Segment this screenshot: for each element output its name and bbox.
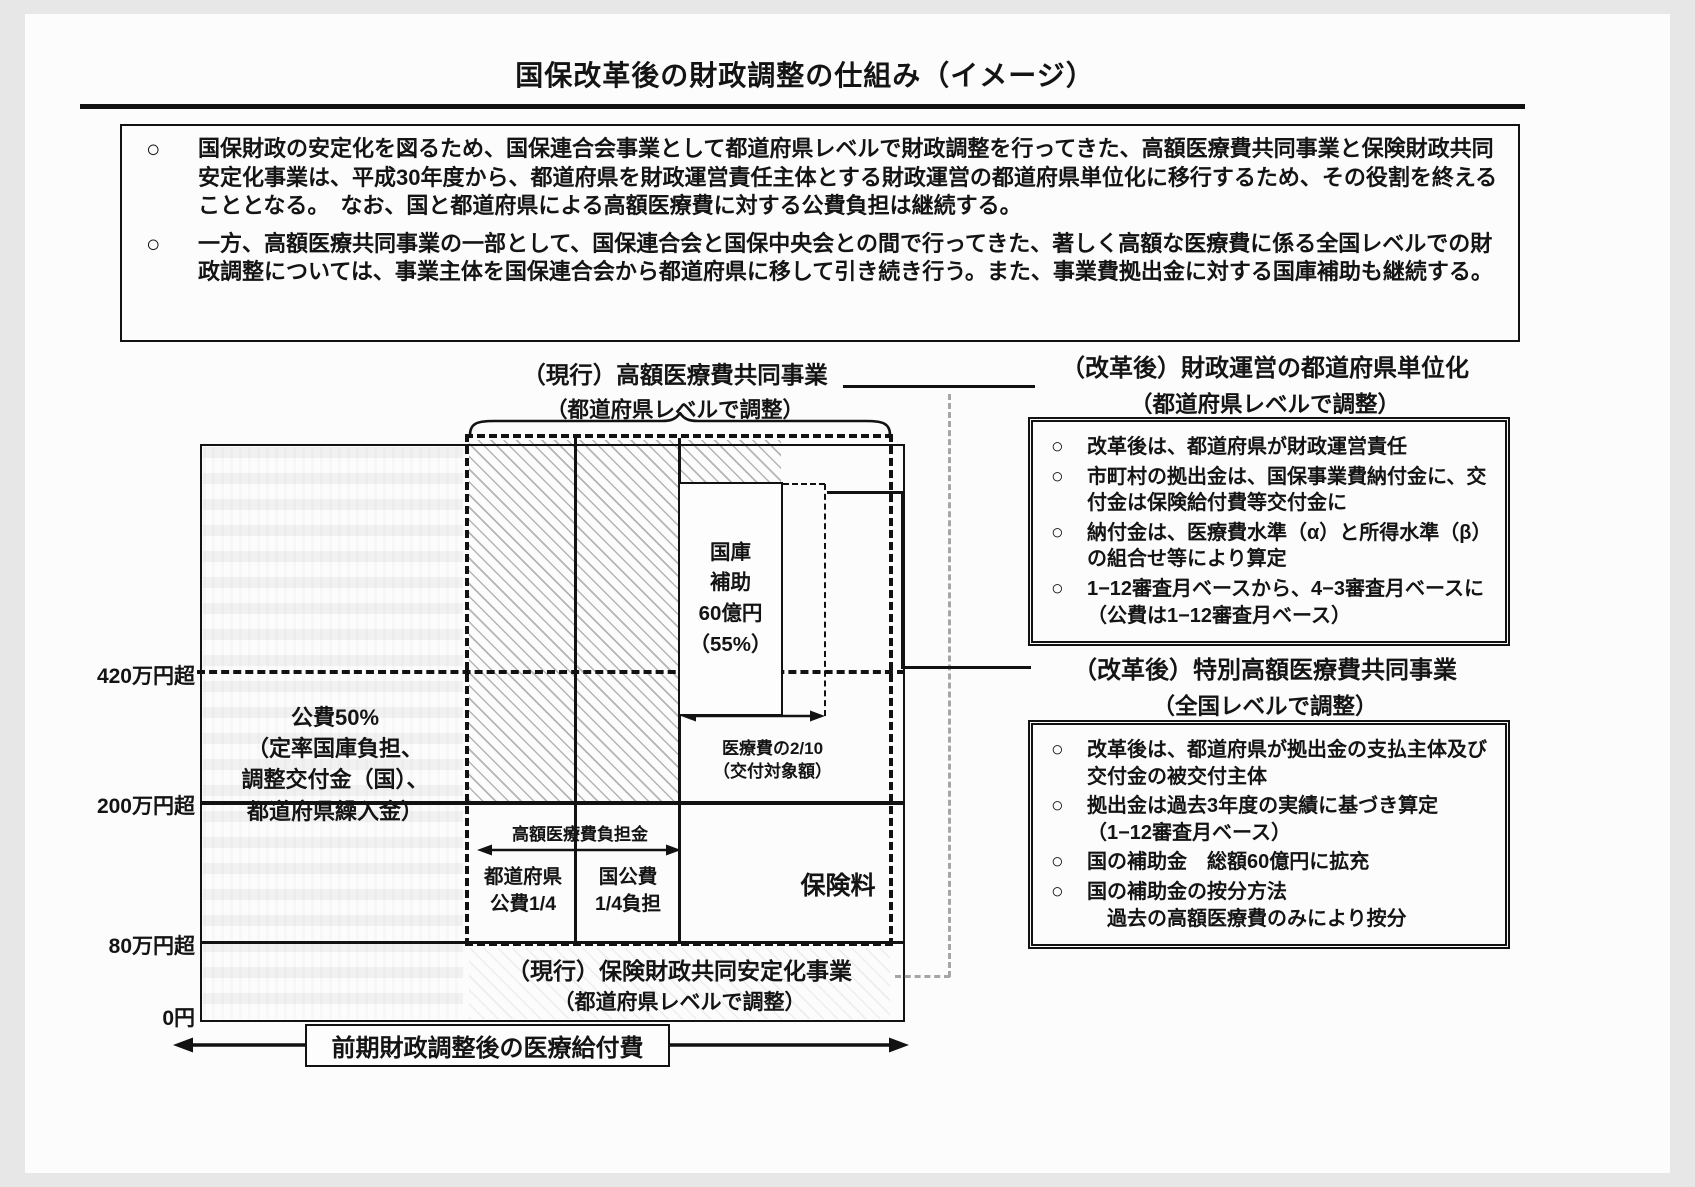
intro-paragraph: ○ 国保財政の安定化を図るため、国保連合会事業として都道府県レベルで財政調整を行… xyxy=(136,135,1504,221)
insurance-premium-label: 保険料 xyxy=(800,872,876,900)
reform-unitization-box: ○ 改革後は、都道府県が財政運営責任 ○ 市町村の拠出金は、国保事業費納付金に、… xyxy=(1028,417,1510,647)
connector-line xyxy=(901,666,1031,669)
circle-bullet-icon: ○ xyxy=(1051,576,1064,600)
special-kogaku-header-line1: （改革後）特別高額医療費共同事業 xyxy=(1073,657,1457,684)
reform-item: ○ 1−12審査月ベースから、4−3審査月ベースに（公費は1−12審査月ベース） xyxy=(1043,576,1495,629)
medical-cost-2-10-line2: （交付対象額） xyxy=(713,761,832,781)
reform-unitization-header: （改革後）財政運営の都道府県単位化 （都道府県レベルで調整） xyxy=(1015,348,1515,419)
circle-bullet-icon: ○ xyxy=(1051,850,1064,874)
reform-item: ○ 国の補助金の按分方法 過去の高額医療費のみにより按分 xyxy=(1043,879,1495,932)
column-divider xyxy=(574,438,577,942)
circle-bullet-icon: ○ xyxy=(1051,520,1064,544)
current-kogaku-project-label: （現行）高額医療費共同事業 （都道府県レベルで調整） xyxy=(480,356,870,424)
circle-bullet-icon: ○ xyxy=(146,230,161,258)
national-subsidy-box: 国庫 補助 60億円 （55%） xyxy=(678,482,783,716)
benefit-cost-label-box: 前期財政調整後の医療給付費 xyxy=(305,1024,670,1067)
hatched-region xyxy=(681,440,781,484)
stabilization-line1: （現行）保険財政共同安定化事業 xyxy=(507,957,852,984)
kogaku-joint-project-dashed-box xyxy=(465,434,893,946)
axis-label-200: 200万円超 xyxy=(96,795,195,818)
threshold-line-200 xyxy=(200,801,905,805)
special-kogaku-header-line2: （全国レベルで調整） xyxy=(1152,694,1378,719)
reform-item-text: 改革後は、都道府県が財政運営責任 xyxy=(1087,436,1407,458)
circle-bullet-icon: ○ xyxy=(1051,464,1064,488)
reform-item-text: 1−12審査月ベースから、4−3審査月ベースに（公費は1−12審査月ベース） xyxy=(1087,577,1484,627)
reform-item-text: 市町村の拠出金は、国保事業費納付金に、交付金は保険給付費等交付金に xyxy=(1087,465,1487,515)
special-kogaku-header: （改革後）特別高額医療費共同事業 （全国レベルで調整） xyxy=(1015,650,1515,721)
medical-cost-2-10-line1: 医療費の2/10 xyxy=(721,739,824,758)
reform-unitization-header-line1: （改革後）財政運営の都道府県単位化 xyxy=(1061,355,1469,382)
reform-item: ○ 市町村の拠出金は、国保事業費納付金に、交付金は保険給付費等交付金に xyxy=(1043,464,1495,517)
circle-bullet-icon: ○ xyxy=(1051,794,1064,818)
circle-bullet-icon: ○ xyxy=(146,136,161,163)
reform-item: ○ 拠出金は過去3年度の実績に基づき算定（1−12審査月ベース） xyxy=(1043,793,1495,846)
reform-item-text: 国の補助金 総額60億円に拡充 xyxy=(1087,851,1370,874)
intro-box: ○ 国保財政の安定化を図るため、国保連合会事業として都道府県レベルで財政調整を行… xyxy=(120,124,1520,342)
special-kogaku-box: ○ 改革後は、都道府県が拠出金の支払主体及び交付金の被交付主体 ○ 拠出金は過去… xyxy=(1028,720,1510,950)
horizontal-brace-icon xyxy=(468,412,892,436)
connector-line xyxy=(843,385,1035,388)
circle-bullet-icon: ○ xyxy=(1051,738,1064,761)
double-arrow-icon xyxy=(477,842,681,858)
reform-unitization-header-line2: （都道府県レベルで調整） xyxy=(1129,392,1400,417)
reform-item-text: 国の補助金の按分方法 過去の高額医療費のみにより按分 xyxy=(1087,880,1407,930)
public-fund-50-label: 公費50% （定率国庫負担、 調整交付金（国）、 都道府県繰入金） xyxy=(241,705,429,824)
axis-label-420: 420万円超 xyxy=(96,665,195,688)
current-kogaku-line2: （都道府県レベルで調整） xyxy=(545,398,804,422)
axis-label-80: 80万円超 xyxy=(108,935,195,958)
axis-label-0: 0円 xyxy=(162,1007,195,1030)
chart-outer-rect xyxy=(200,444,905,1022)
paper-sheet: 国保改革後の財政調整の仕組み（イメージ） ○ 国保財政の安定化を図るため、国保連… xyxy=(25,14,1670,1173)
hatched-region xyxy=(469,440,678,801)
connector-line xyxy=(827,491,903,494)
reform-item: ○ 国の補助金 総額60億円に拡充 xyxy=(1043,849,1495,876)
national-share-label: 国公費 1/4負担 xyxy=(594,866,662,915)
grant-target-dashed-line xyxy=(783,483,825,485)
stabilization-line2: （都道府県レベルで調整） xyxy=(553,990,806,1014)
reform-item-text: 拠出金は過去3年度の実績に基づき算定（1−12審査月ベース） xyxy=(1087,795,1439,844)
connector-line xyxy=(901,491,904,669)
intro-paragraph-text: 国保財政の安定化を図るため、国保連合会事業として都道府県レベルで財政調整を行って… xyxy=(198,136,1498,219)
threshold-line-420 xyxy=(197,670,905,674)
current-kogaku-line1: （現行）高額医療費共同事業 xyxy=(522,362,828,388)
prefecture-share-label: 都道府県 公費1/4 xyxy=(483,866,562,915)
reform-item: ○ 納付金は、医療費水準（α）と所得水準（β）の組合せ等により算定 xyxy=(1043,520,1495,573)
gray-dashed-connector xyxy=(948,394,951,977)
intro-paragraph: ○ 一方、高額医療共同事業の一部として、国保連合会と国保中央会との間で行ってきた… xyxy=(136,230,1504,287)
grant-target-dashed-line xyxy=(824,484,826,716)
circle-bullet-icon: ○ xyxy=(1051,435,1064,458)
circle-bullet-icon: ○ xyxy=(1051,879,1064,903)
title-rule xyxy=(80,104,1525,109)
gray-dashed-connector xyxy=(895,975,950,978)
kogaku-burden-label: 高額医療費負担金 xyxy=(512,825,648,844)
faded-background-texture xyxy=(203,447,463,1019)
reform-item-text: 改革後は、都道府県が拠出金の支払主体及び交付金の被交付主体 xyxy=(1087,739,1487,788)
reform-item-text: 納付金は、医療費水準（α）と所得水準（β）の組合せ等により算定 xyxy=(1087,521,1492,571)
page-title: 国保改革後の財政調整の仕組み（イメージ） xyxy=(515,60,1095,91)
reform-item: ○ 改革後は、都道府県が拠出金の支払主体及び交付金の被交付主体 xyxy=(1043,737,1495,790)
intro-paragraph-text: 一方、高額医療共同事業の一部として、国保連合会と国保中央会との間で行ってきた、著… xyxy=(198,230,1493,285)
reform-item: ○ 改革後は、都道府県が財政運営責任 xyxy=(1043,434,1495,461)
medical-cost-2-10-label: 医療費の2/10 （交付対象額） xyxy=(700,738,845,784)
stabilization-project-region: （現行）保険財政共同安定化事業 （都道府県レベルで調整） xyxy=(469,948,890,1019)
